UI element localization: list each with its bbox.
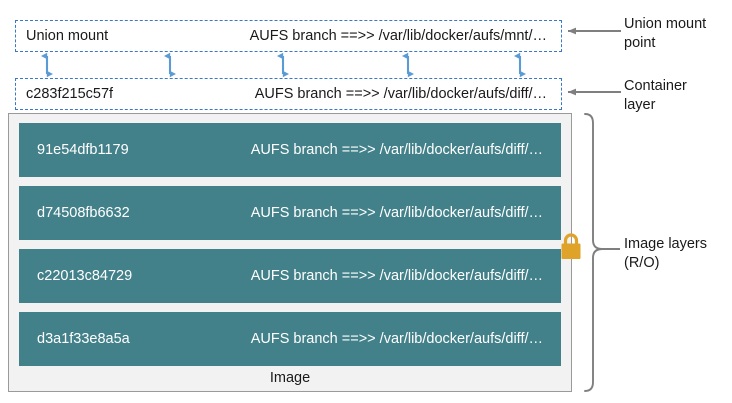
image-layer-row[interactable]: d3a1f33e8a5a AUFS branch ==>> /var/lib/d…	[19, 312, 561, 366]
annotation-container-layer: Container layer	[624, 78, 687, 113]
container-layer-box[interactable]: c283f215c57f AUFS branch ==>> /var/lib/d…	[15, 78, 562, 110]
image-layer-id: d74508fb6632	[37, 205, 130, 221]
image-layer-branch-path: AUFS branch ==>> /var/lib/docker/aufs/di…	[250, 205, 543, 221]
union-mount-branch-path: AUFS branch ==>> /var/lib/docker/aufs/mn…	[249, 28, 547, 44]
union-mount-label: Union mount	[26, 28, 109, 44]
image-layers-brace	[584, 113, 603, 392]
image-layer-branch-path: AUFS branch ==>> /var/lib/docker/aufs/di…	[250, 268, 543, 284]
image-layer-id: c22013c84729	[37, 268, 133, 284]
image-container[interactable]: 91e54dfb1179 AUFS branch ==>> /var/lib/d…	[8, 113, 572, 392]
container-layer-id: c283f215c57f	[26, 86, 114, 102]
lock-icon	[558, 232, 584, 262]
container-layer-branch-path: AUFS branch ==>> /var/lib/docker/aufs/di…	[254, 86, 547, 102]
image-layer-row[interactable]: c22013c84729 AUFS branch ==>> /var/lib/d…	[19, 249, 561, 303]
annotation-union-mount-point: Union mount point	[624, 16, 707, 51]
annotation-image-layers: Image layers (R/O)	[624, 236, 708, 271]
image-layer-branch-path: AUFS branch ==>> /var/lib/docker/aufs/di…	[250, 142, 543, 158]
image-caption: Image	[269, 370, 311, 386]
union-mount-box[interactable]: Union mount AUFS branch ==>> /var/lib/do…	[15, 20, 562, 52]
image-layer-row[interactable]: 91e54dfb1179 AUFS branch ==>> /var/lib/d…	[19, 123, 561, 177]
image-layer-id: 91e54dfb1179	[37, 142, 129, 158]
image-layer-id: d3a1f33e8a5a	[37, 331, 130, 347]
image-layer-row[interactable]: d74508fb6632 AUFS branch ==>> /var/lib/d…	[19, 186, 561, 240]
image-layer-branch-path: AUFS branch ==>> /var/lib/docker/aufs/di…	[250, 331, 543, 347]
